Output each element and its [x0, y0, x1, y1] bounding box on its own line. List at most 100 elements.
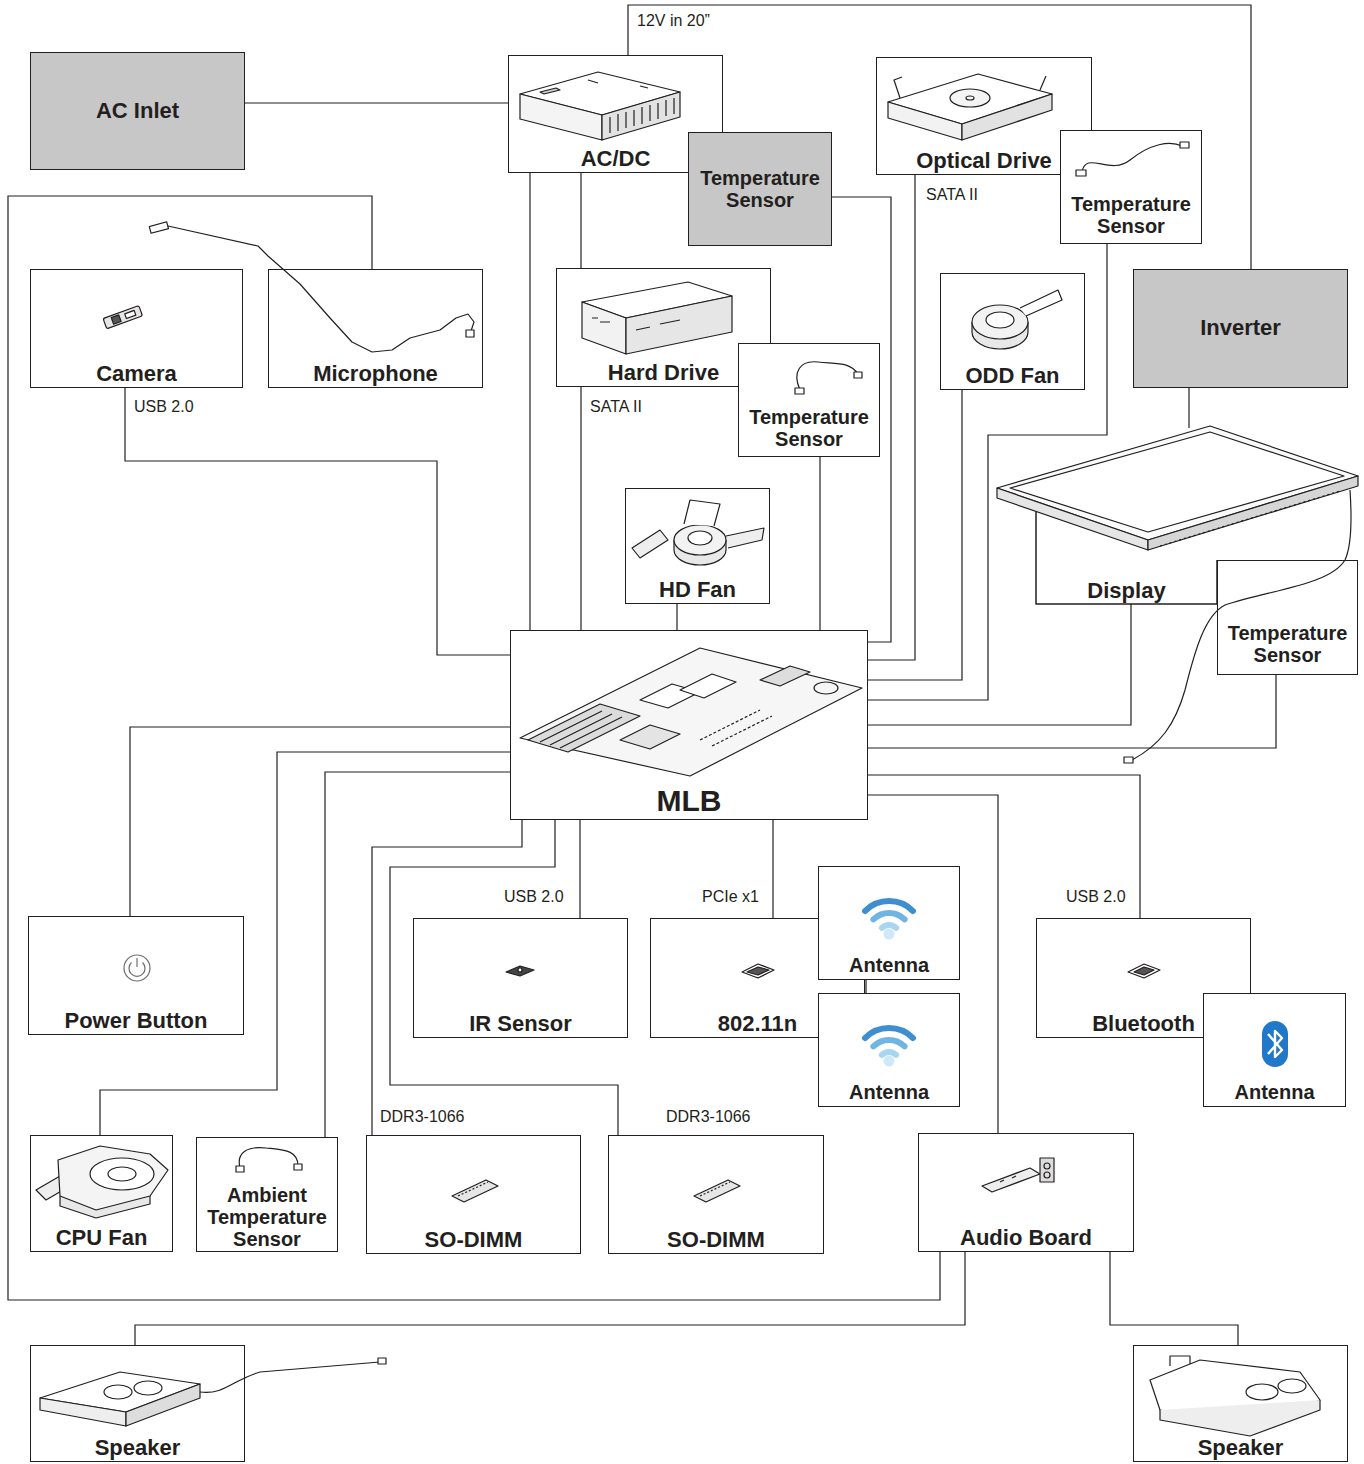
wifi-icon: [865, 901, 913, 911]
memory-module-drawing: [700, 1182, 730, 1196]
connector-line: [868, 244, 1107, 700]
sensor-cable-drawing: [1180, 142, 1189, 148]
speaker-drawing: [40, 1372, 200, 1412]
camera-drawing: [103, 306, 142, 329]
component-box: HD Fan: [625, 488, 770, 604]
speaker-drawing: [134, 1381, 162, 1395]
connector-line: [868, 604, 1131, 725]
antenna-box: Antenna: [1203, 993, 1346, 1107]
logic-board-drawing: [700, 710, 772, 746]
wifi-card-drawing: [742, 964, 774, 978]
speaker-drawing: [104, 1385, 132, 1399]
camera-drawing: [125, 310, 136, 318]
sensor-cable-drawing: [1082, 143, 1182, 172]
fan-drawing: [726, 528, 764, 548]
wifi-icon: [865, 901, 913, 936]
optical-drive-drawing: [888, 102, 962, 140]
hard-drive-drawing: [582, 302, 626, 354]
power-symbol: [129, 963, 145, 977]
display-drawing: [1148, 476, 1358, 550]
display-drawing: [997, 426, 1358, 550]
component-label: Display: [1087, 579, 1165, 603]
component-label: SO-DIMM: [425, 1228, 523, 1252]
signal-label: PCIe x1: [702, 888, 759, 906]
memory-module-drawing: [452, 1180, 498, 1202]
wifi-icon: [887, 932, 892, 937]
optical-drive-drawing: [950, 89, 990, 107]
sensor-cable-drawing: [1076, 170, 1086, 176]
component-label: Antenna: [849, 954, 929, 976]
component-label: Microphone: [313, 362, 438, 386]
wifi-icon: [865, 1028, 913, 1038]
sensor-box: Temperature Sensor: [738, 343, 880, 457]
power-supply-drawing: [602, 92, 680, 140]
audio-board-drawing: [1000, 1176, 1016, 1182]
connector-line: [8, 196, 940, 1300]
component-label: Temperature Sensor: [1224, 622, 1351, 666]
signal-label: DDR3-1066: [666, 1108, 750, 1126]
connector-line: [580, 173, 581, 268]
component-label: HD Fan: [659, 578, 736, 602]
component-box: IR Sensor: [413, 918, 628, 1038]
signal-label: 12V in 20”: [637, 12, 710, 30]
connector-line: [868, 390, 962, 680]
speaker-drawing: [126, 1384, 200, 1426]
component-label: MLB: [657, 784, 722, 817]
fan-drawing: [674, 525, 726, 555]
component-box: Speaker: [1133, 1345, 1348, 1462]
sensor-cable-drawing: [795, 362, 862, 394]
sensor-box: Ambient Temperature Sensor: [196, 1137, 338, 1252]
memory-module-drawing: [452, 1180, 498, 1202]
sensor-box: Temperature Sensor: [1217, 560, 1358, 675]
component-label: Speaker: [95, 1436, 181, 1460]
component-label: Temperature Sensor: [745, 406, 873, 450]
component-box: SO-DIMM: [608, 1135, 824, 1254]
fan-drawing: [684, 500, 720, 526]
speaker-drawing: [200, 1362, 380, 1392]
sensor-cable-drawing: [1076, 142, 1189, 176]
sensor-cable-drawing: [239, 1148, 298, 1168]
component-label: SO-DIMM: [667, 1228, 765, 1252]
logic-board-box: MLB: [510, 630, 868, 820]
fan-drawing: [90, 1158, 154, 1190]
component-label: Camera: [96, 362, 177, 386]
microphone-drawing: [168, 226, 474, 352]
fan-drawing: [688, 531, 712, 545]
sensor-cable-drawing: [797, 362, 858, 390]
bluetooth-icon: [1262, 1021, 1288, 1067]
ir-sensor-drawing: [506, 966, 534, 976]
wifi-icon: [887, 1059, 892, 1064]
wifi-icon: [865, 1028, 913, 1063]
wifi-icon: [873, 1040, 904, 1046]
logic-board-drawing: [680, 674, 736, 698]
logic-board-drawing: [760, 666, 810, 686]
power-supply-drawing: [540, 88, 560, 94]
component-box: Inverter: [1133, 269, 1348, 388]
fan-drawing: [36, 1146, 168, 1218]
component-label: Ambient Temperature Sensor: [203, 1184, 331, 1250]
component-box: Audio Board: [918, 1133, 1134, 1252]
component-label: IR Sensor: [469, 1012, 572, 1036]
speaker-drawing: [1160, 1400, 1320, 1436]
connector-line: [125, 388, 510, 655]
optical-drive-drawing: [894, 76, 1046, 98]
connector-line: [529, 173, 530, 630]
fan-drawing: [972, 305, 1028, 339]
power-supply-drawing: [610, 98, 674, 133]
wifi-icon: [873, 913, 904, 919]
ir-sensor-drawing: [518, 968, 522, 972]
logic-board-drawing: [520, 648, 862, 776]
speaker-drawing: [1170, 1356, 1190, 1366]
audio-board-drawing: [1040, 1158, 1054, 1182]
component-label: Audio Board: [960, 1226, 1092, 1250]
component-label: AC/DC: [581, 147, 651, 171]
fan-drawing: [972, 322, 1028, 349]
microphone-drawing: [466, 330, 474, 337]
sensor-cable-drawing: [236, 1148, 302, 1172]
component-label: 802.11n: [718, 1012, 798, 1036]
component-label: Speaker: [1198, 1436, 1284, 1460]
audio-board-drawing: [1044, 1172, 1050, 1178]
memory-module-drawing: [694, 1180, 740, 1202]
sensor-cable-drawing: [854, 372, 862, 378]
